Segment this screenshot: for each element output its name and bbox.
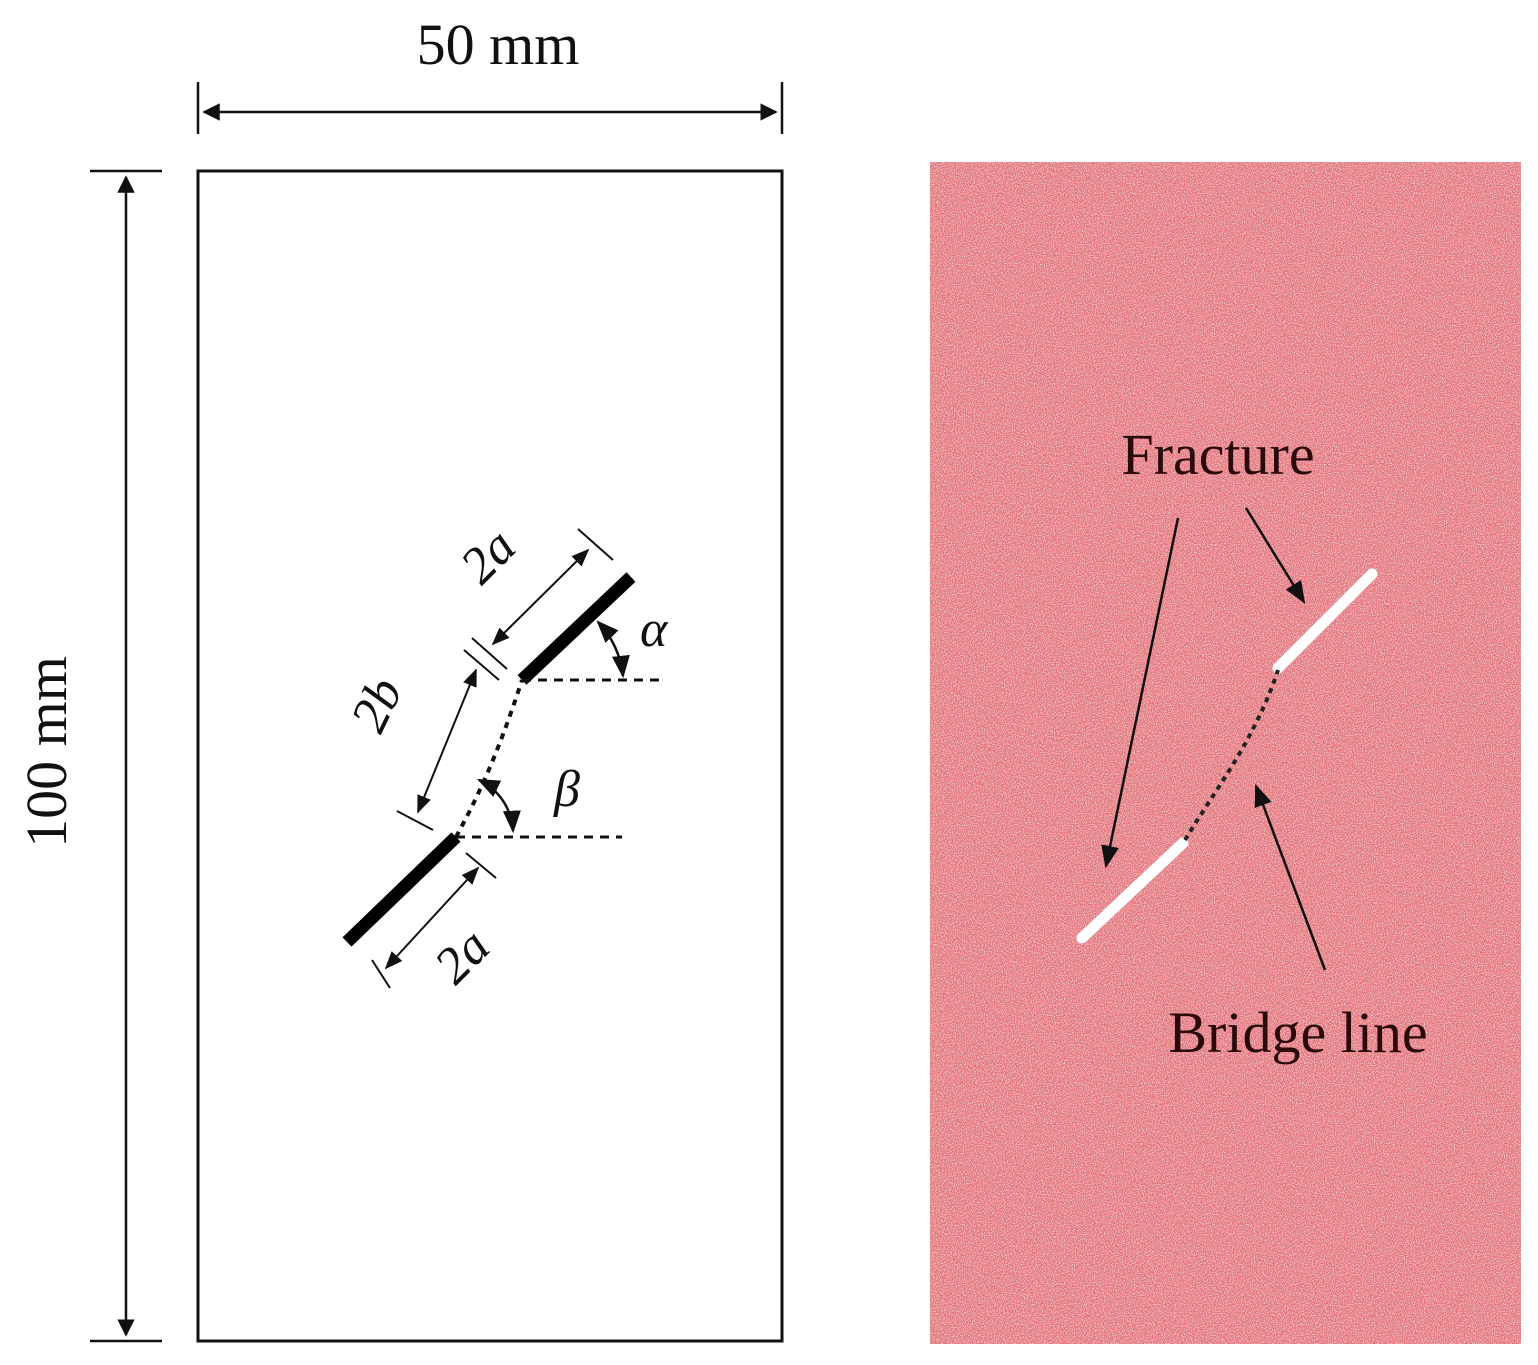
alpha-label: α xyxy=(640,601,669,658)
right-panel-particle-model: Fracture Bridge line xyxy=(930,162,1521,1344)
bridge-line-label: Bridge line xyxy=(1168,1000,1427,1065)
fracture-label: Fracture xyxy=(1121,422,1314,487)
fracture-arrow-lower xyxy=(1101,517,1180,869)
upper-flaw xyxy=(517,572,636,685)
lower-flaw-length-dimension: 2a xyxy=(371,852,501,995)
width-dimension: 50 mm xyxy=(196,12,784,134)
bridge-length-label: 2b xyxy=(340,669,414,741)
width-label: 50 mm xyxy=(417,12,580,77)
height-dimension: 100 mm xyxy=(14,169,162,1343)
lower-flaw-length-label: 2a xyxy=(424,918,501,995)
upper-flaw-length-label: 2a xyxy=(450,518,527,595)
fracture-arrow-upper xyxy=(1244,507,1306,604)
alpha-angle-arc xyxy=(596,620,630,679)
specimen-outline xyxy=(196,169,784,1343)
upper-flaw-length-dimension: 2a xyxy=(450,518,614,670)
beta-angle-arc xyxy=(476,778,521,834)
fracture-lower xyxy=(1076,837,1189,944)
fracture-upper xyxy=(1272,568,1378,674)
particle-texture xyxy=(930,162,1521,1344)
height-label: 100 mm xyxy=(14,656,79,848)
lower-flaw xyxy=(342,832,461,947)
rock-bridge-line xyxy=(454,679,524,838)
bridge-line-dotted xyxy=(1183,669,1280,842)
left-panel-schematic: 50 mm 100 mm α β 2a xyxy=(14,12,784,1343)
bridge-line-arrow xyxy=(1254,783,1327,971)
beta-label: β xyxy=(553,761,580,818)
